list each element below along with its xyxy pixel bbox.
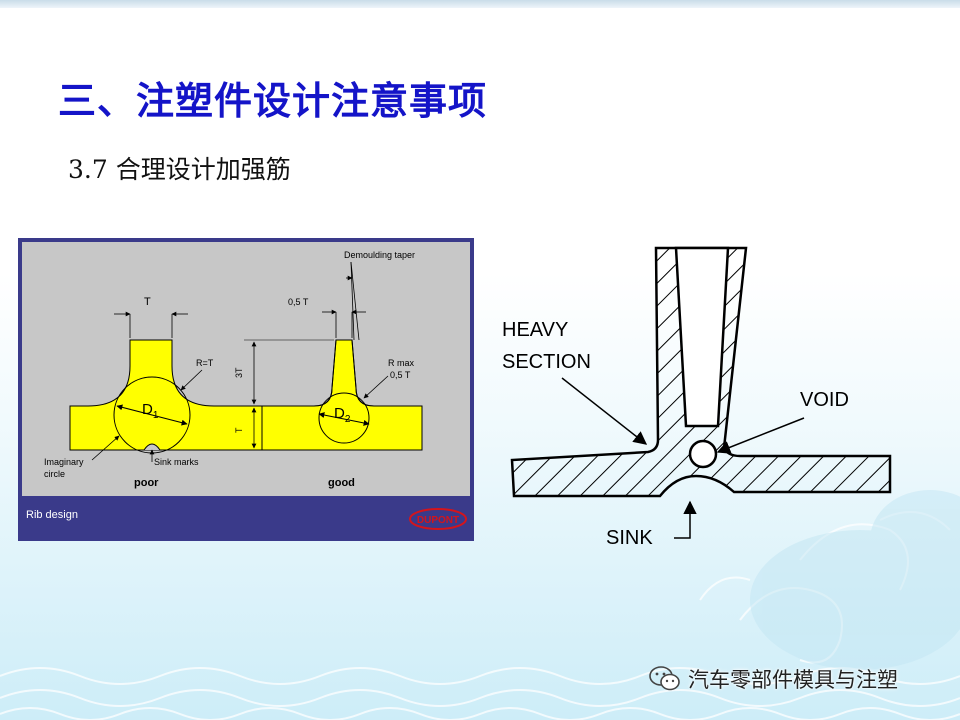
rib-slot [674, 246, 730, 428]
watermark: 汽车零部件模具与注塑 [648, 664, 898, 694]
slide-title: 三、注塑件设计注意事项 [58, 79, 488, 123]
void-label: VOID [800, 389, 849, 411]
watermark-text: 汽车零部件模具与注塑 [688, 668, 898, 692]
height-3t-label: 3T [234, 367, 244, 378]
poor-t-label: T [144, 296, 151, 308]
half-t-label: 0,5 T [288, 297, 309, 307]
d2-label: D2 [334, 405, 351, 425]
imaginary-label-line2: circle [44, 469, 65, 479]
poor-sink-mark [143, 443, 161, 451]
base-t-label: T [234, 427, 244, 433]
d1-label: D1 [142, 401, 159, 421]
void-circle [688, 439, 718, 469]
sink-marks-label: Sink marks [154, 457, 199, 467]
sink-label: SINK [606, 527, 653, 549]
section-label: SECTION [502, 351, 591, 373]
good-label: good [328, 477, 355, 489]
slide-subtitle: 3.7 合理设计加强筋 [68, 155, 291, 184]
dupont-logo: DUPONT [409, 508, 467, 530]
r-max-label: R max [388, 358, 415, 368]
figure-panel [22, 242, 470, 496]
wechat-icon [649, 666, 680, 691]
r-equals-t-label: R=T [196, 358, 214, 368]
rib-design-figure: D1 T R=T Imaginary circle Sink marks poo… [18, 238, 474, 541]
rib-design-caption: Rib design [26, 509, 78, 521]
r-max-value-label: 0,5 T [390, 370, 411, 380]
poor-label: poor [134, 477, 159, 489]
top-rule [0, 0, 960, 8]
imaginary-label-line1: Imaginary [44, 457, 84, 467]
sink-void-figure: HEAVY SECTION VOID SINK [502, 246, 892, 549]
svg-text:DUPONT: DUPONT [417, 515, 459, 526]
heavy-label: HEAVY [502, 319, 568, 341]
demoulding-taper-label: Demoulding taper [344, 250, 415, 260]
